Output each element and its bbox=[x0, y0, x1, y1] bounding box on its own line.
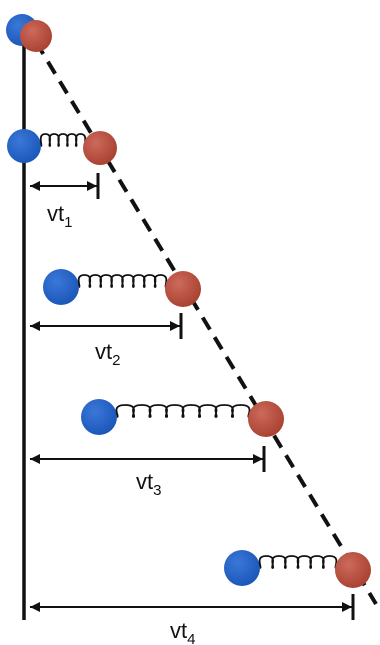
blue-ball bbox=[43, 269, 79, 305]
initial-ball-pair bbox=[6, 14, 52, 52]
red-ball bbox=[83, 131, 117, 165]
distance-label-1: vt1 bbox=[47, 201, 72, 231]
distance-label-3: vt3 bbox=[136, 469, 161, 499]
distance-arrow-1 bbox=[30, 173, 100, 199]
spring bbox=[258, 555, 338, 569]
spring-pair-1 bbox=[7, 129, 117, 165]
spring bbox=[77, 274, 168, 288]
red-ball bbox=[248, 401, 284, 437]
spring-pair-3 bbox=[81, 399, 284, 437]
blue-ball bbox=[7, 129, 41, 163]
spring bbox=[39, 133, 87, 147]
red-ball bbox=[20, 20, 52, 52]
distance-label-4: vt4 bbox=[170, 618, 195, 645]
blue-ball bbox=[81, 399, 117, 435]
distance-arrow-2 bbox=[30, 313, 183, 339]
spring-pair-4 bbox=[224, 550, 371, 588]
red-ball bbox=[335, 552, 371, 588]
dashed-wavefront-line bbox=[34, 40, 378, 606]
distance-label-2: vt2 bbox=[95, 339, 120, 369]
red-ball bbox=[165, 271, 201, 307]
spring-pair-2 bbox=[43, 269, 201, 307]
blue-ball bbox=[224, 550, 260, 586]
distance-arrow-3 bbox=[30, 446, 266, 472]
distance-arrow-4 bbox=[30, 594, 355, 620]
spring bbox=[115, 404, 251, 418]
